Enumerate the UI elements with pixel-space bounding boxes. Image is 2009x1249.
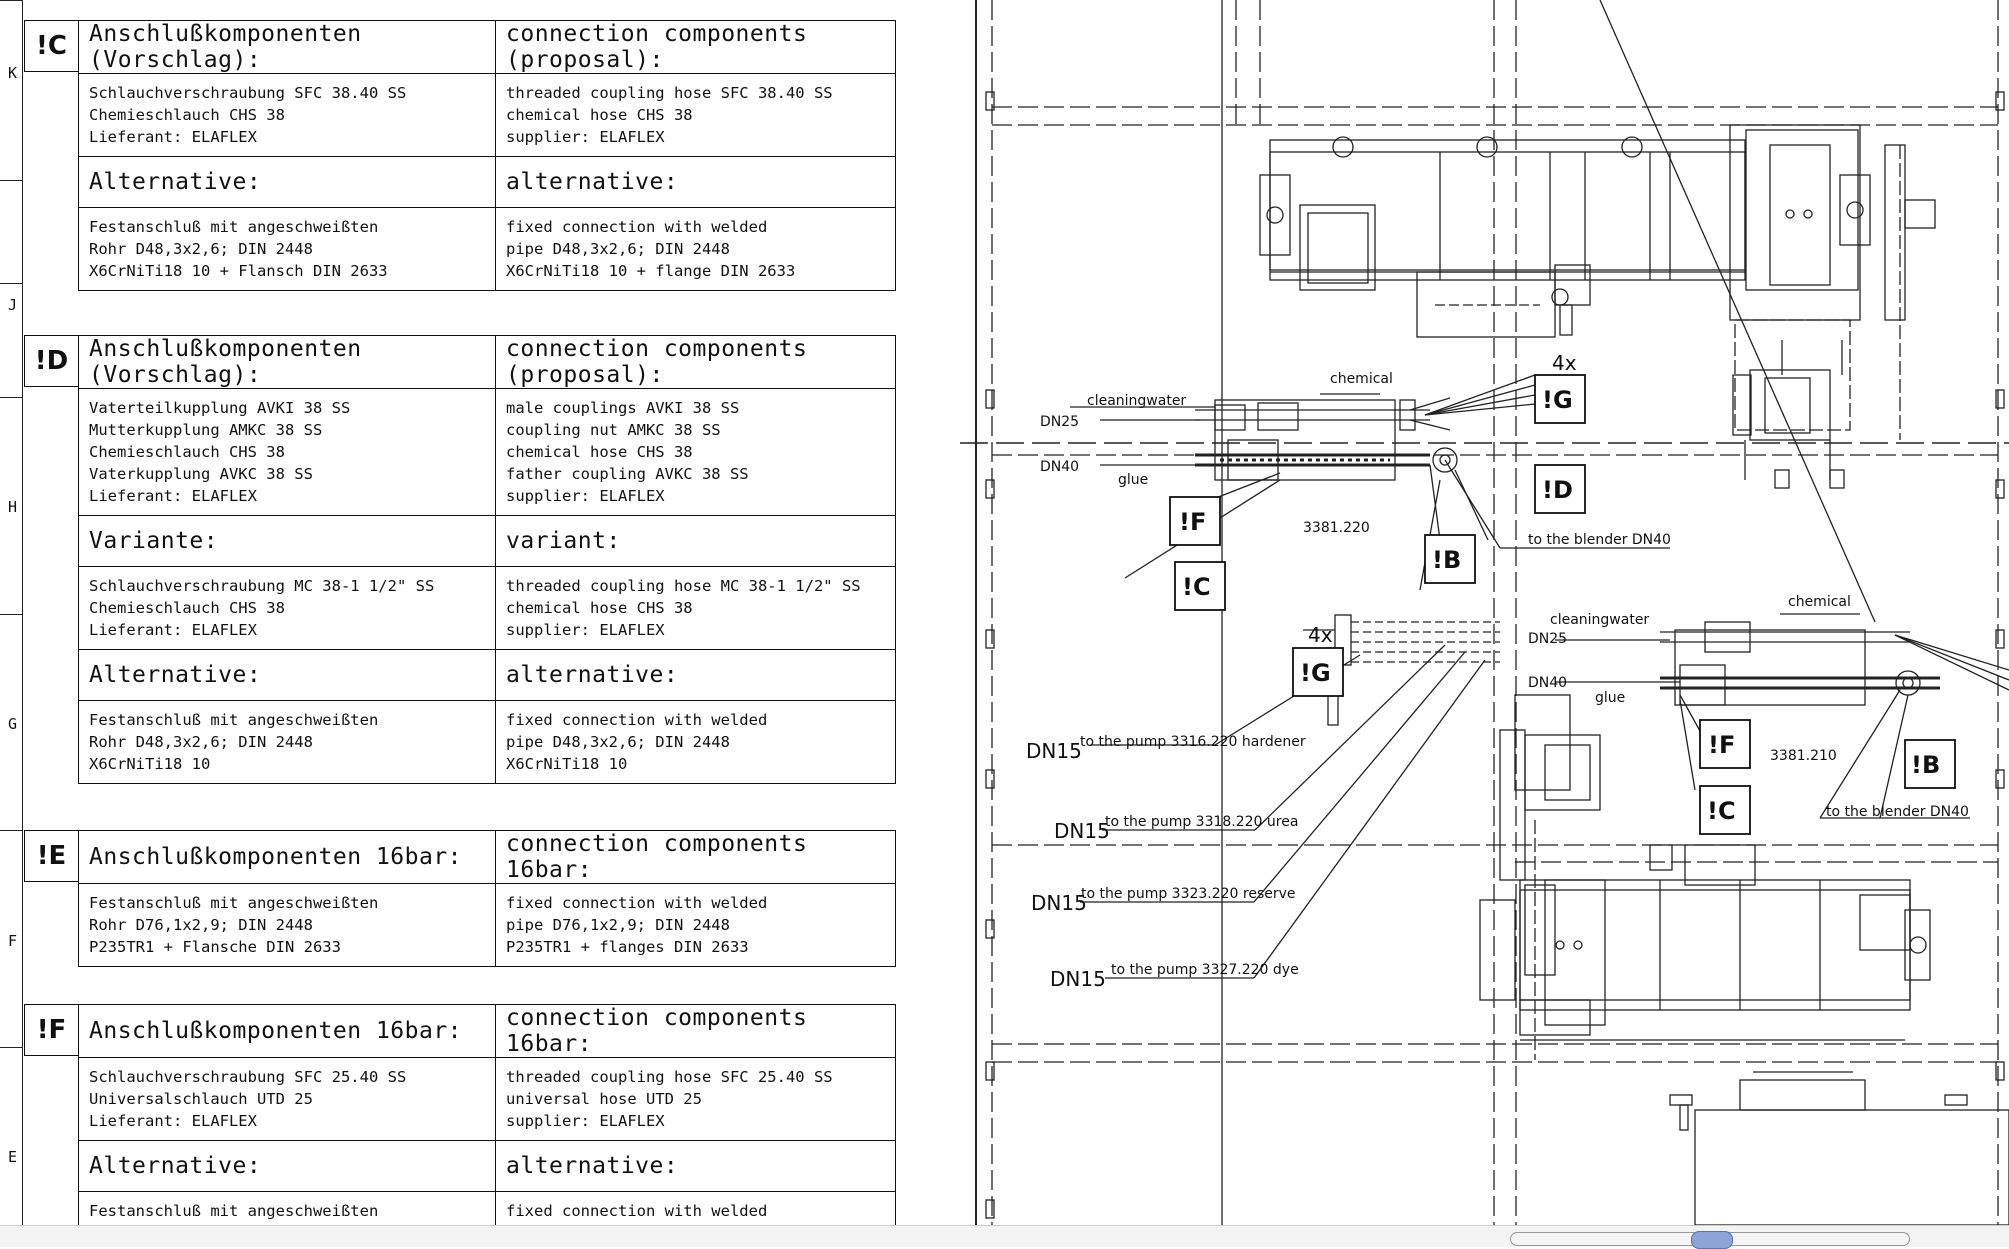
ruler-tick: [0, 830, 22, 831]
ruler-tick: [0, 180, 22, 181]
pump-size-4: DN15: [1050, 967, 1106, 991]
spec-head-en: connection components (proposal):: [495, 20, 896, 74]
pump-size-3: DN15: [1031, 891, 1087, 915]
tag-g-lower: !G: [1300, 659, 1331, 687]
scrollbar-thumb[interactable]: [1691, 1231, 1733, 1249]
ruler-tick: [0, 283, 22, 284]
status-strip: [0, 1225, 2009, 1247]
label-unit-3381-220: 3381.220: [1303, 520, 1370, 536]
label-blender-upper: to the blender DN40: [1528, 532, 1671, 548]
spec-body-de: Festanschluß mit angeschweißten: [78, 1191, 496, 1231]
tag-c-upper: !C: [1182, 573, 1211, 601]
label-cleaningwater-upper: cleaningwater: [1087, 393, 1186, 409]
label-dn25-upper: DN25: [1040, 414, 1079, 430]
spec-table: Anschlußkomponenten (Vorschlag):connecti…: [78, 335, 896, 784]
horizontal-scrollbar[interactable]: [1510, 1231, 1910, 1249]
ruler-letter: J: [8, 296, 18, 314]
pump-text-3: to the pump 3323.220 reserve: [1081, 886, 1296, 902]
layout-drawing: !G !D !F !C !B !G !F !C !B cleaningwater…: [960, 0, 2009, 1225]
spec-id: !F: [24, 1004, 78, 1056]
spec-id: !C: [24, 20, 78, 72]
spec-head-en: alternative:: [495, 1140, 896, 1192]
label-unit-3381-210: 3381.210: [1770, 748, 1837, 764]
tag-f-upper: !F: [1179, 508, 1206, 536]
label-cleaningwater-lower: cleaningwater: [1550, 612, 1649, 628]
label-chemical-upper: chemical: [1330, 371, 1393, 387]
spec-table: Anschlußkomponenten 16bar:connection com…: [78, 1004, 896, 1231]
tag-c-lower: !C: [1707, 797, 1736, 825]
ruler-letter: K: [8, 64, 18, 82]
ruler-tick: [0, 397, 22, 398]
label-chemical-lower: chemical: [1788, 594, 1851, 610]
tag-b-lower: !B: [1911, 751, 1940, 779]
ruler-tick: [0, 0, 22, 1]
spec-head-de: Anschlußkomponenten (Vorschlag):: [78, 20, 496, 74]
spec-head-de: Alternative:: [78, 156, 496, 208]
spec-id: !E: [24, 830, 78, 882]
pump-size-2: DN15: [1054, 819, 1110, 843]
label-glue-upper: glue: [1118, 472, 1148, 488]
ruler-letter: H: [8, 498, 18, 516]
spec-head-en: alternative:: [495, 156, 896, 208]
spec-id: !D: [24, 335, 78, 387]
label-count-upper: 4x: [1552, 351, 1577, 375]
spec-head-en: connection components (proposal):: [495, 335, 896, 389]
spec-table: Anschlußkomponenten 16bar:connection com…: [78, 830, 896, 967]
ruler-letter: G: [8, 715, 18, 733]
tag-b-upper: !B: [1432, 546, 1461, 574]
spec-head-de: Variante:: [78, 515, 496, 567]
tag-g-upper: !G: [1542, 386, 1573, 414]
tag-d: !D: [1542, 476, 1573, 504]
spec-head-en: variant:: [495, 515, 896, 567]
label-glue-lower: glue: [1595, 690, 1625, 706]
spec-head-de: Anschlußkomponenten (Vorschlag):: [78, 335, 496, 389]
spec-head-de: Alternative:: [78, 1140, 496, 1192]
ruler-line: [22, 0, 23, 1225]
spec-head-en: connection components 16bar:: [495, 830, 896, 884]
label-dn25-lower: DN25: [1528, 631, 1567, 647]
spec-table: Anschlußkomponenten (Vorschlag):connecti…: [78, 20, 896, 291]
ruler-tick: [0, 614, 22, 615]
spec-head-de: Alternative:: [78, 649, 496, 701]
pump-text-2: to the pump 3318.220 urea: [1105, 814, 1298, 830]
pump-size-1: DN15: [1026, 739, 1082, 763]
label-pump-count: 4x: [1308, 623, 1333, 647]
ruler-letter: F: [8, 932, 18, 950]
layout-svg: !G !D !F !C !B !G !F !C !B cleaningwater…: [960, 0, 2009, 1225]
label-dn40-lower: DN40: [1528, 675, 1567, 691]
pump-text-4: to the pump 3327.220 dye: [1111, 962, 1299, 978]
spec-head-de: Anschlußkomponenten 16bar:: [78, 830, 496, 884]
spec-panel: K J H G F E !C Anschlußkomponenten (Vors…: [0, 0, 960, 1231]
tag-f-lower: !F: [1708, 731, 1735, 759]
label-blender-lower: to the blender DN40: [1826, 804, 1969, 820]
pump-text-1: to the pump 3316.220 hardener: [1080, 734, 1306, 750]
spec-head-en: alternative:: [495, 649, 896, 701]
ruler-tick: [0, 1047, 22, 1048]
spec-head-de: Anschlußkomponenten 16bar:: [78, 1004, 496, 1058]
spec-head-en: connection components 16bar:: [495, 1004, 896, 1058]
label-dn40-upper: DN40: [1040, 459, 1079, 475]
ruler-letter: E: [8, 1148, 18, 1166]
